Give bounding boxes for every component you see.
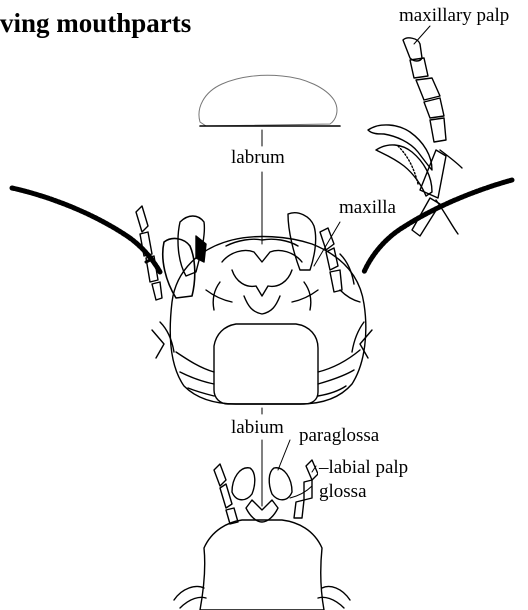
label-labrum: labrum (230, 148, 286, 167)
page-title: ving mouthparts (0, 8, 191, 39)
right-antenna-drawing (364, 180, 512, 272)
label-labium: labium (230, 418, 285, 437)
label-labial-palp-text: labial palp (329, 457, 409, 478)
mandibles-drawing (206, 239, 318, 314)
label-labial-palp: –labial palp (318, 458, 409, 477)
right-maxilla-drawing (288, 213, 360, 302)
label-paraglossa: paraglossa (298, 426, 380, 445)
label-maxilla: maxilla (338, 198, 397, 217)
left-antenna-drawing (12, 188, 160, 272)
label-glossa: glossa (318, 482, 368, 501)
labrum-drawing (199, 75, 340, 126)
label-maxillary-palp: maxillary palp (398, 6, 510, 25)
